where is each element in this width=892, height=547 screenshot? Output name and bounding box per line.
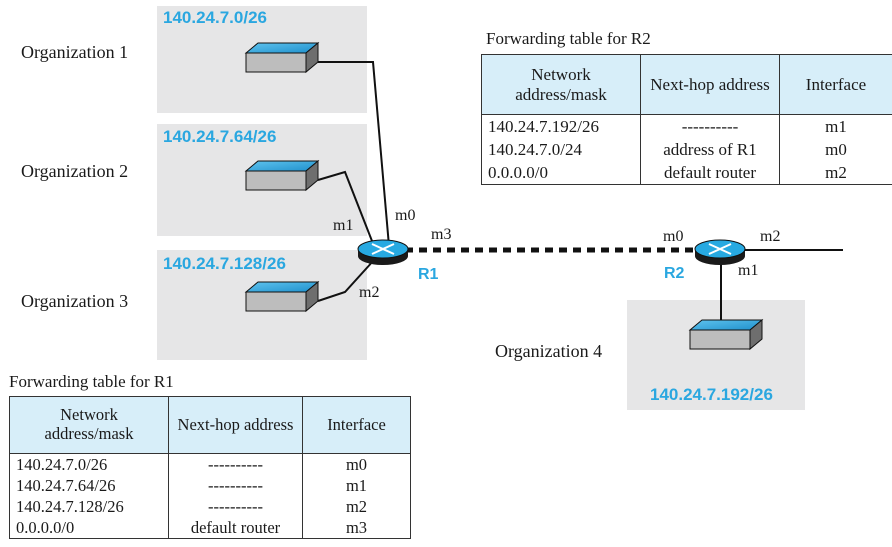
table-row: 0.0.0.0/0 default router m2 bbox=[481, 161, 892, 185]
table-cell: ---------- bbox=[168, 496, 303, 517]
switch-icon-org4 bbox=[688, 318, 764, 351]
r1-interface-m0: m0 bbox=[395, 207, 416, 224]
table-cell: default router bbox=[640, 161, 780, 185]
r1-interface-m1: m1 bbox=[333, 217, 354, 234]
table-cell: m2 bbox=[779, 161, 892, 185]
table-cell: m0 bbox=[302, 453, 411, 475]
link-org2-r1 bbox=[317, 170, 373, 242]
link-org3-r1 bbox=[317, 259, 375, 302]
table-cell: m3 bbox=[302, 517, 411, 539]
column-header: Interface bbox=[779, 54, 892, 115]
table-row: 140.24.7.0/24 address of R1 m0 bbox=[481, 138, 892, 161]
table-cell: 140.24.7.64/26 bbox=[9, 475, 169, 496]
table-header-row: Network address/mask Next-hop address In… bbox=[9, 396, 411, 454]
org2-label: Organization 2 bbox=[21, 161, 129, 181]
table-cell: m2 bbox=[302, 496, 411, 517]
org1-network-address: 140.24.7.0/26 bbox=[163, 8, 267, 27]
table-row: 140.24.7.128/26 ---------- m2 bbox=[9, 496, 411, 517]
table-cell: 0.0.0.0/0 bbox=[9, 517, 169, 539]
table-row: 0.0.0.0/0 default router m3 bbox=[9, 517, 411, 539]
table-row: 140.24.7.64/26 ---------- m1 bbox=[9, 475, 411, 496]
table-row: 140.24.7.0/26 ---------- m0 bbox=[9, 453, 411, 475]
table-cell: ---------- bbox=[168, 475, 303, 496]
table-cell: m1 bbox=[302, 475, 411, 496]
table-cell: ---------- bbox=[640, 114, 780, 138]
links bbox=[317, 61, 843, 324]
table-row: 140.24.7.192/26 ---------- m1 bbox=[481, 114, 892, 138]
r2-interface-m0: m0 bbox=[663, 228, 684, 245]
table-cell: default router bbox=[168, 517, 303, 539]
switch-icon-org3 bbox=[244, 280, 320, 313]
r2-interface-m1: m1 bbox=[738, 262, 759, 279]
org4-network-address: 140.24.7.192/26 bbox=[650, 385, 773, 404]
table-cell: m1 bbox=[779, 114, 892, 138]
forwarding-table-r2: Network address/mask Next-hop address In… bbox=[481, 54, 892, 185]
org2-network-address: 140.24.7.64/26 bbox=[163, 127, 277, 146]
table-cell: 140.24.7.0/24 bbox=[481, 138, 641, 161]
table-cell: 0.0.0.0/0 bbox=[481, 161, 641, 185]
router-r1-label: R1 bbox=[418, 266, 439, 283]
table-cell: 140.24.7.192/26 bbox=[481, 114, 641, 138]
table-cell: 140.24.7.0/26 bbox=[9, 453, 169, 475]
column-header: Network address/mask bbox=[481, 54, 641, 115]
org3-network-address: 140.24.7.128/26 bbox=[163, 254, 286, 273]
router-icon-r1 bbox=[357, 239, 409, 265]
link-org1-r1 bbox=[318, 61, 390, 247]
table-cell: m0 bbox=[779, 138, 892, 161]
forwarding-table-r1: Network address/mask Next-hop address In… bbox=[9, 396, 411, 539]
table-header-row: Network address/mask Next-hop address In… bbox=[481, 54, 892, 115]
switch-icon-org1 bbox=[244, 41, 320, 74]
table-cell: ---------- bbox=[168, 453, 303, 475]
org4-label: Organization 4 bbox=[495, 341, 603, 361]
table-r2-title: Forwarding table for R2 bbox=[486, 29, 651, 48]
router-icon-r2 bbox=[694, 239, 746, 265]
r2-interface-m2: m2 bbox=[760, 228, 781, 245]
r1-interface-m2: m2 bbox=[359, 284, 380, 301]
org4-box bbox=[627, 300, 805, 410]
r1-interface-m3: m3 bbox=[431, 226, 452, 243]
org1-label: Organization 1 bbox=[21, 42, 129, 62]
table-cell: address of R1 bbox=[640, 138, 780, 161]
column-header: Next-hop address bbox=[168, 396, 303, 454]
switch-icon-org2 bbox=[244, 159, 320, 192]
table-r1-title: Forwarding table for R1 bbox=[9, 372, 174, 391]
table-cell: 140.24.7.128/26 bbox=[9, 496, 169, 517]
org3-label: Organization 3 bbox=[21, 291, 129, 311]
router-r2-label: R2 bbox=[664, 265, 685, 282]
column-header: Next-hop address bbox=[640, 54, 780, 115]
column-header: Interface bbox=[302, 396, 411, 454]
column-header: Network address/mask bbox=[9, 396, 169, 454]
